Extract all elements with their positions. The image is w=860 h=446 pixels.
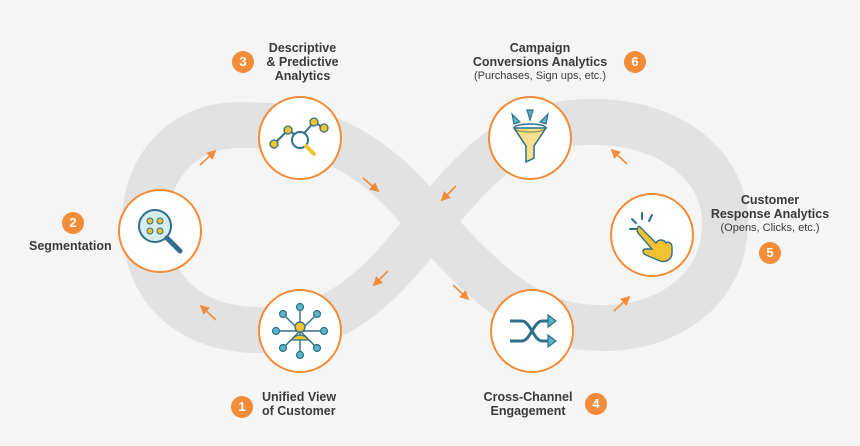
- step-1-line-1: Unified View: [262, 390, 337, 404]
- flow-arrow: [199, 304, 217, 321]
- analytics-graph-icon: [269, 117, 329, 156]
- step-5-number-badge: 5: [759, 242, 781, 264]
- flow-arrow: [613, 295, 631, 312]
- step-5-line-2: Response Analytics: [710, 207, 830, 221]
- step-5-line-3: (Opens, Clicks, etc.): [720, 222, 820, 234]
- step-6-line-1: Campaign: [509, 41, 571, 55]
- step-node-segmentation: [118, 189, 202, 273]
- step-2-number-badge: 2: [62, 212, 84, 234]
- step-5-line-1: Customer: [740, 193, 800, 207]
- step-4-label: Cross-Channel Engagement: [478, 390, 578, 418]
- step-node-descriptive-predictive: [258, 96, 342, 180]
- flow-arrow: [199, 149, 217, 166]
- step-node-customer-response: [610, 193, 694, 277]
- step-1-line-2: of Customer: [262, 404, 336, 418]
- flow-arrow: [610, 148, 628, 165]
- customer-network-icon: [271, 302, 329, 360]
- step-3-line-2: & Predictive: [266, 55, 339, 69]
- step-5-label: Customer Response Analytics (Opens, Clic…: [700, 193, 840, 235]
- step-node-unified-view: [258, 289, 342, 373]
- step-3-line-3: Analytics: [274, 69, 331, 83]
- step-1-number-badge: 1: [231, 396, 253, 418]
- step-node-cross-channel: [490, 289, 574, 373]
- shuffle-arrows-icon: [510, 313, 557, 349]
- flow-arrow: [362, 177, 380, 193]
- step-6-number-badge: 6: [624, 51, 646, 73]
- step-node-campaign-conversions: [488, 96, 572, 180]
- step-2-line-1: Segmentation: [29, 239, 112, 253]
- step-6-line-2: Conversions Analytics: [472, 55, 608, 69]
- step-6-label: Campaign Conversions Analytics (Purchase…: [460, 41, 620, 83]
- step-4-line-1: Cross-Channel: [483, 390, 573, 404]
- clicking-hand-icon: [629, 212, 673, 263]
- step-2-label: Segmentation: [29, 239, 112, 253]
- conversion-funnel-icon: [511, 109, 549, 164]
- flow-arrow: [372, 270, 389, 287]
- step-3-label: Descriptive & Predictive Analytics: [255, 41, 350, 83]
- step-6-line-3: (Purchases, Sign ups, etc.): [473, 70, 607, 82]
- step-3-line-1: Descriptive: [268, 41, 337, 55]
- step-3-number-badge: 3: [232, 51, 254, 73]
- step-4-line-2: Engagement: [490, 404, 566, 418]
- flow-arrow: [440, 185, 457, 202]
- step-4-number-badge: 4: [585, 393, 607, 415]
- step-1-label: Unified View of Customer: [262, 390, 336, 418]
- segmentation-magnifier-icon: [138, 209, 183, 254]
- flow-arrow: [452, 284, 470, 301]
